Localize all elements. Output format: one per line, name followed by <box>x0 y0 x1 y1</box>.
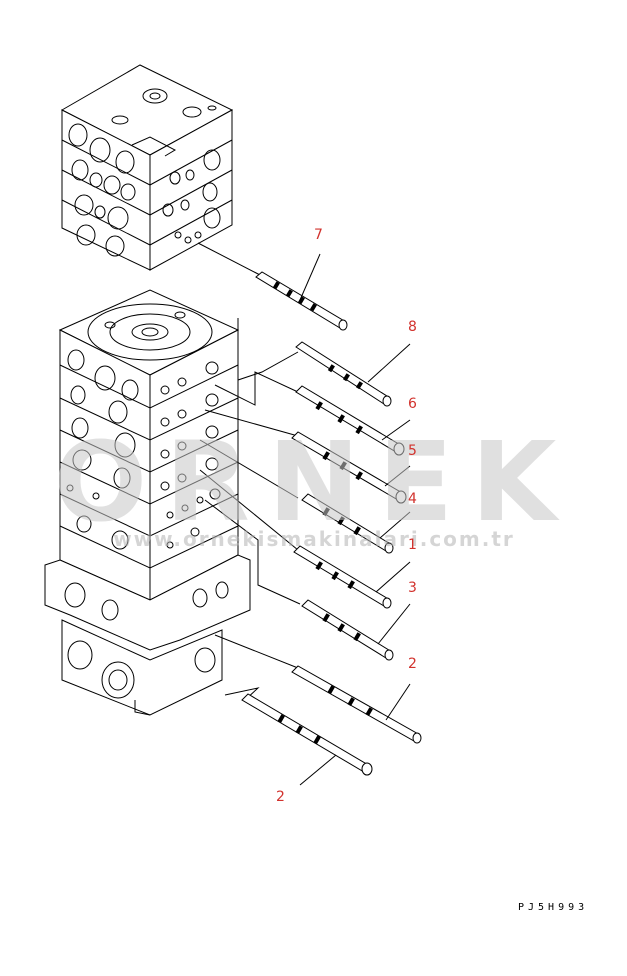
callout-label: 1 <box>408 537 417 553</box>
callout-label: 3 <box>408 580 417 596</box>
callout-label: 7 <box>314 227 323 243</box>
callout-labels: 7 8 6 5 4 1 3 2 2 <box>276 227 417 805</box>
spool-3 <box>301 599 394 661</box>
callout-label: 6 <box>408 396 417 412</box>
callout-label: 8 <box>408 319 417 335</box>
spool-1 <box>293 545 392 609</box>
upper-valve-block <box>60 64 234 271</box>
callout-label: 4 <box>408 491 417 507</box>
callout-label: 5 <box>408 443 417 459</box>
spool-7 <box>255 271 348 331</box>
watermark-url: www.ornekismakinalari.com.tr <box>113 527 515 551</box>
watermark-logo: ORNEK <box>54 418 575 546</box>
callout-leaders <box>299 253 411 786</box>
spool-2-lower <box>241 693 373 776</box>
spool-5 <box>291 431 407 504</box>
spool-4 <box>301 493 394 554</box>
spool-8 <box>295 341 392 407</box>
lower-valve-block <box>44 289 251 716</box>
spool-2-upper <box>291 665 422 744</box>
watermark: ORNEK www.ornekismakinalari.com.tr <box>54 418 575 551</box>
spool-6 <box>295 385 405 456</box>
callout-label: 2 <box>408 656 417 672</box>
callout-label: 2 <box>276 789 285 805</box>
drawing-code: PJ5H993 <box>518 902 588 913</box>
